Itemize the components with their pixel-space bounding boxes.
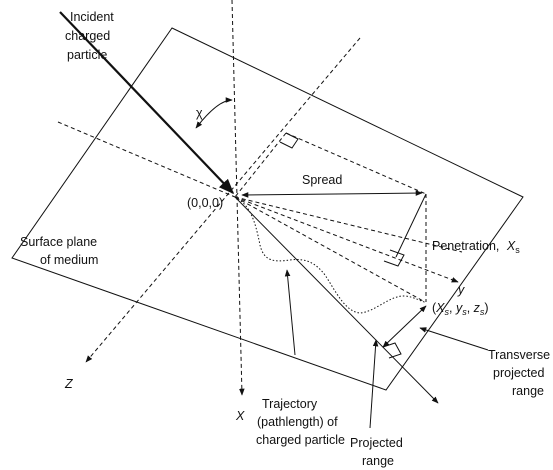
svg-text:particle: particle <box>67 48 107 62</box>
svg-text:Surface plane: Surface plane <box>20 235 97 249</box>
surface-plane <box>11 27 524 391</box>
spread-guide-line <box>285 132 427 195</box>
trajectory-label: Trajectory (pathlength) of charged parti… <box>256 397 345 447</box>
projected-path-line <box>234 196 439 404</box>
svg-text:Trajectory: Trajectory <box>262 397 318 411</box>
svg-text:charged particle: charged particle <box>256 433 345 447</box>
x-axis-label: X <box>235 409 245 423</box>
right-angle-marker-mid <box>383 249 405 267</box>
projected-range-leader-arrow <box>369 339 379 429</box>
trajectory-leader-arrow <box>284 269 296 356</box>
svg-text:projected: projected <box>493 366 544 380</box>
svg-text:range: range <box>512 384 544 398</box>
svg-text:of medium: of medium <box>40 253 98 267</box>
surface-plane-label: Surface plane of medium <box>20 235 98 267</box>
svg-text:Incident: Incident <box>70 10 114 24</box>
projected-range-label: Projected range <box>350 436 403 468</box>
spread-arrow <box>241 190 423 198</box>
y-axis-label: y <box>457 283 465 297</box>
spread-label: Spread <box>302 173 342 187</box>
z-axis-line <box>85 37 361 363</box>
right-angle-marker-top <box>279 132 299 149</box>
y-axis-line <box>234 196 459 283</box>
penetration-point-coordinates: (Xs, ys, zs) <box>432 301 489 317</box>
svg-text:Transverse: Transverse <box>488 348 550 362</box>
svg-text:Projected: Projected <box>350 436 403 450</box>
penetration-label: Penetration, Xs <box>432 239 520 255</box>
transverse-range-arrow <box>382 305 427 348</box>
svg-text:(pathlength) of: (pathlength) of <box>257 415 338 429</box>
incident-label: Incident charged particle <box>65 10 114 62</box>
chi-label: χ <box>196 106 203 120</box>
transverse-leader-arrow <box>419 327 489 351</box>
svg-text:charged: charged <box>65 29 110 43</box>
incident-particle-arrow <box>59 11 235 195</box>
incident-extension-line <box>57 121 236 198</box>
origin-label: (0,0,0) <box>187 196 223 210</box>
fan-line-lower <box>234 196 426 303</box>
z-axis-label: Z <box>64 377 73 391</box>
particle-trajectory <box>234 196 426 314</box>
chi-angle-arc <box>195 97 233 129</box>
svg-text:range: range <box>362 454 394 468</box>
transverse-range-label: Transverse projected range <box>488 348 550 398</box>
fan-line-upper <box>234 196 463 253</box>
penetration-line <box>395 193 427 258</box>
spread-guide-diagonal <box>234 132 287 198</box>
right-angle-marker-bottom <box>382 342 402 359</box>
